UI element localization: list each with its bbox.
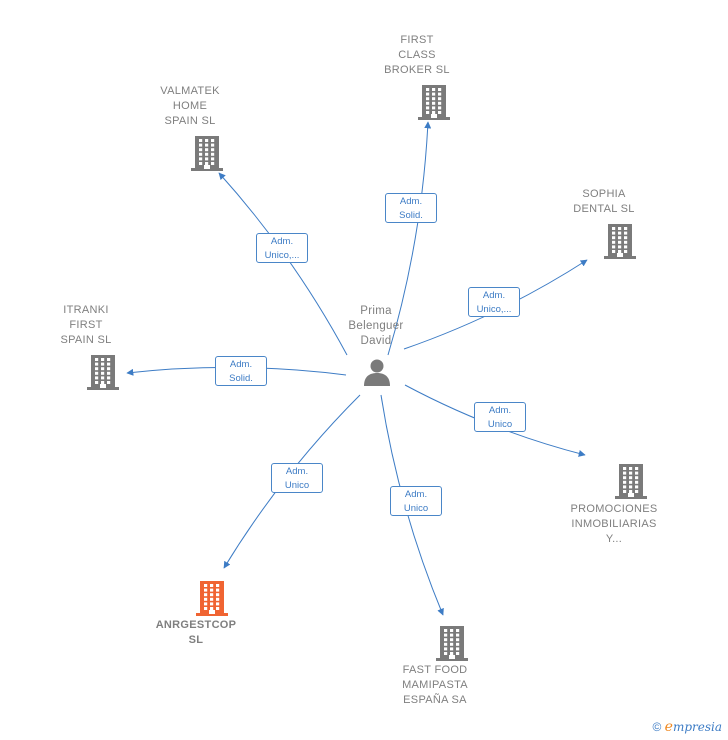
company-label-first-class-broker[interactable]: FIRST CLASS BROKER SL <box>384 34 450 76</box>
edge-first-class-broker <box>387 121 432 356</box>
role-label-anrgestcop[interactable]: Adm. Unico <box>271 463 323 493</box>
building-icon[interactable] <box>418 84 450 125</box>
company-label-fast-food-mamipasta[interactable]: FAST FOOD MAMIPASTA ESPAÑA SA <box>402 664 468 706</box>
building-icon[interactable] <box>196 580 228 621</box>
role-label-promociones-inmobiliarias[interactable]: Adm. Unico <box>474 402 526 432</box>
center-person-label[interactable]: Prima Belenguer David <box>348 305 404 347</box>
role-label-sophia-dental[interactable]: Adm. Unico,... <box>468 287 520 317</box>
company-label-sophia-dental[interactable]: SOPHIA DENTAL SL <box>573 188 635 215</box>
copyright-symbol: © <box>652 720 662 734</box>
role-label-valmatek-home-spain[interactable]: Adm. Unico,... <box>256 233 308 263</box>
role-label-first-class-broker[interactable]: Adm. Solid. <box>385 193 437 223</box>
person-icon[interactable] <box>362 357 392 392</box>
building-icon[interactable] <box>87 354 119 395</box>
role-label-fast-food-mamipasta[interactable]: Adm. Unico <box>390 486 442 516</box>
building-icon[interactable] <box>436 625 468 666</box>
role-label-itranki-first-spain[interactable]: Adm. Solid. <box>215 356 267 386</box>
building-icon[interactable] <box>615 463 647 504</box>
brand-initial: e <box>664 719 673 735</box>
brand-name: mpresia <box>672 720 722 734</box>
company-label-anrgestcop[interactable]: ANRGESTCOP SL <box>155 619 237 646</box>
building-icon[interactable] <box>191 135 223 176</box>
company-label-promociones-inmobiliarias[interactable]: PROMOCIONES INMOBILIARIAS Y... <box>570 503 658 545</box>
company-label-itranki-first-spain[interactable]: ITRANKI FIRST SPAIN SL <box>60 304 112 346</box>
building-icon[interactable] <box>604 223 636 264</box>
company-label-valmatek-home-spain[interactable]: VALMATEK HOME SPAIN SL <box>160 85 220 127</box>
footer-brand[interactable]: © empresia <box>652 719 722 735</box>
